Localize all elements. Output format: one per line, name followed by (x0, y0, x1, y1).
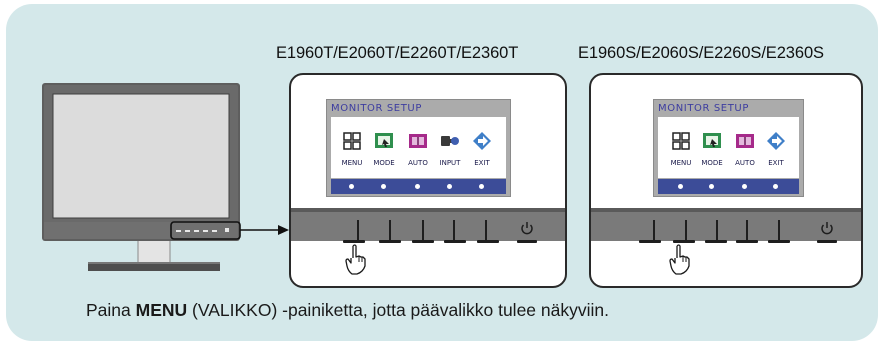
osd-indicator-dot (381, 184, 386, 189)
osd-indicator-dot (709, 184, 714, 189)
power-icon (521, 222, 533, 235)
input-source-icon (441, 136, 459, 146)
power-button[interactable] (817, 240, 837, 243)
osd-label-input: INPUT (439, 159, 461, 167)
mode-button[interactable] (673, 240, 695, 243)
osd-title: MONITOR SETUP (658, 103, 749, 114)
osd-screen: MENU MODE AUTO INPUT EXIT (331, 117, 506, 178)
mode-window-icon (375, 133, 393, 148)
pointing-hand-icon (669, 244, 690, 275)
osd-menu-t-series: MONITOR SETUP (326, 99, 511, 197)
osd-label-exit: EXIT (474, 159, 490, 167)
auto-button[interactable] (705, 240, 727, 243)
exit-button[interactable] (736, 240, 758, 243)
osd-indicator-dot (415, 184, 420, 189)
osd-label-exit: EXIT (768, 159, 784, 167)
menu-grid-icon (672, 132, 690, 150)
osd-indicator-dot (349, 184, 354, 189)
power-icon (821, 222, 833, 235)
osd-indicator-dot (773, 184, 778, 189)
mode-window-icon (703, 133, 721, 148)
osd-menu-s-series: MONITOR SETUP MENU (653, 99, 804, 197)
mode-button[interactable] (379, 240, 401, 243)
osd-label-menu: MENU (341, 159, 363, 167)
menu-button[interactable] (639, 240, 661, 243)
extra-button[interactable] (768, 240, 790, 243)
caption-text-before: Paina (86, 300, 136, 320)
osd-indicator-dot (742, 184, 747, 189)
s-series-closeup-frame: MONITOR SETUP MENU (589, 73, 863, 288)
auto-button[interactable] (412, 240, 434, 243)
menu-grid-icon (343, 132, 361, 150)
osd-button-strip (658, 179, 799, 194)
caption-menu-keyword: MENU (135, 300, 188, 320)
menu-button[interactable] (343, 240, 365, 243)
osd-indicator-dot (678, 184, 683, 189)
instruction-caption: Paina MENU (VALIKKO) -painiketta, jotta … (86, 300, 609, 321)
exit-button[interactable] (477, 240, 499, 243)
input-button[interactable] (444, 240, 466, 243)
caption-text-after: (VALIKKO) -painiketta, jotta päävalikko … (187, 300, 609, 320)
t-series-closeup-frame: MONITOR SETUP (289, 73, 567, 288)
osd-title: MONITOR SETUP (331, 103, 422, 114)
auto-adjust-icon (736, 134, 754, 148)
osd-screen: MENU MODE AUTO EXIT (658, 117, 799, 178)
monitor-bezel (591, 208, 861, 241)
power-button[interactable] (517, 240, 537, 243)
pointing-hand-icon (345, 244, 366, 275)
exit-arrow-icon (473, 132, 491, 150)
model-label-t-series: E1960T/E2060T/E2260T/E2360T (276, 44, 519, 62)
osd-indicator-dot (447, 184, 452, 189)
auto-adjust-icon (409, 134, 427, 148)
osd-indicator-dot (479, 184, 484, 189)
exit-arrow-icon (767, 132, 785, 150)
osd-label-mode: MODE (373, 159, 395, 167)
osd-label-menu: MENU (670, 159, 692, 167)
osd-button-strip (331, 179, 506, 194)
model-label-s-series: E1960S/E2060S/E2260S/E2360S (578, 44, 824, 62)
osd-label-auto: AUTO (735, 159, 755, 167)
osd-label-auto: AUTO (408, 159, 428, 167)
monitor-bezel (291, 208, 565, 241)
osd-label-mode: MODE (701, 159, 723, 167)
